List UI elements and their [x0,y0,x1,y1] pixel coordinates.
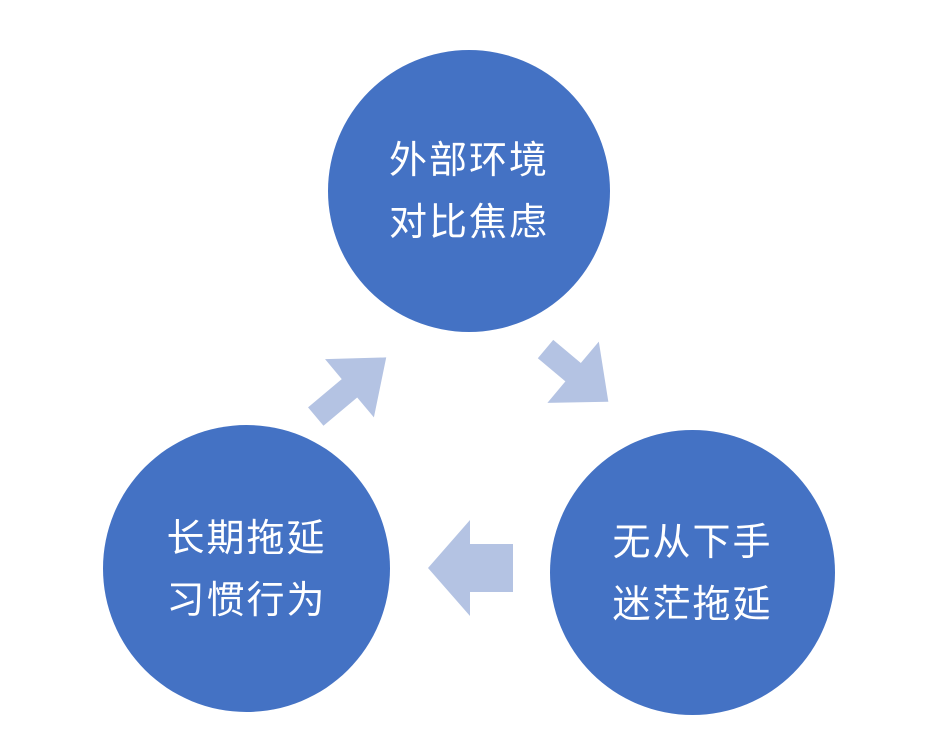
arrow-right-to-left-icon [428,520,513,616]
arrow-top-to-right-icon [537,339,609,403]
node-top-line2: 对比焦虑 [388,200,549,244]
node-left-line2: 习惯行为 [166,577,327,622]
node-top-line1: 外部环境 [388,138,549,182]
node-confused-procrastination: 无从下手 迷茫拖延 [550,430,835,715]
arrow-left-to-top-icon [308,357,387,426]
node-external-anxiety: 外部环境 对比焦虑 [328,50,610,332]
node-habitual-procrastination: 长期拖延 习惯行为 [103,425,390,712]
node-left-line1: 长期拖延 [166,515,327,560]
node-right-line1: 无从下手 [612,519,773,564]
node-right-line2: 迷茫拖延 [612,581,773,626]
